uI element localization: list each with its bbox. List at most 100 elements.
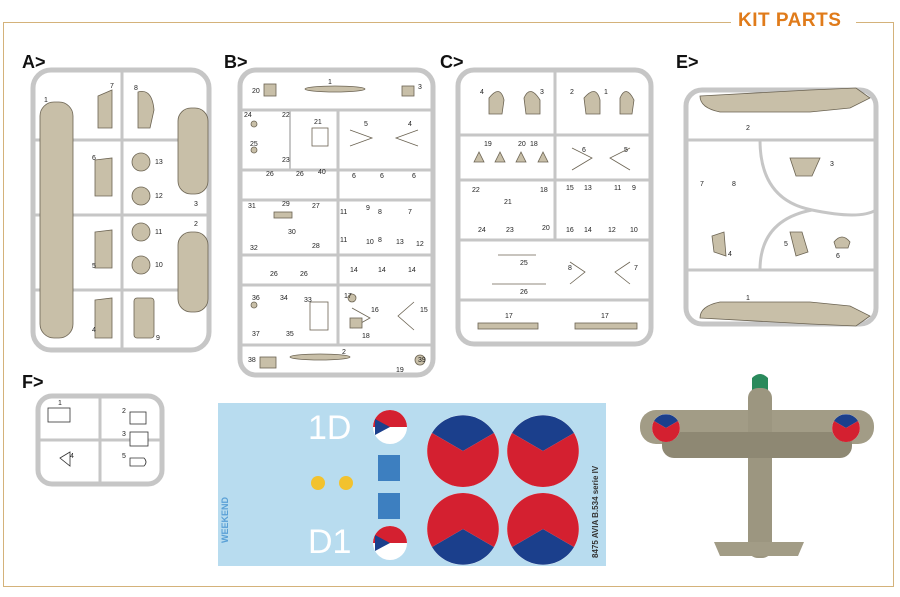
svg-text:1: 1 [44, 97, 48, 104]
page-title: KIT PARTS [738, 10, 842, 31]
sprue-a-parts [39, 89, 209, 339]
svg-text:7: 7 [634, 265, 638, 272]
svg-text:7: 7 [110, 83, 114, 90]
svg-text:27: 27 [312, 203, 320, 210]
frame-top-rule-left [3, 22, 731, 23]
svg-text:6: 6 [352, 173, 356, 180]
svg-text:4: 4 [408, 121, 412, 128]
sprue-c-label: C> [440, 52, 464, 72]
svg-text:17: 17 [344, 293, 352, 300]
sprue-c [455, 67, 654, 347]
svg-text:10: 10 [630, 227, 638, 234]
svg-text:11: 11 [155, 229, 162, 236]
svg-text:31: 31 [248, 203, 256, 210]
svg-text:4: 4 [728, 251, 732, 258]
sprue-f-parts [47, 407, 149, 467]
sprue-a-label: A> [22, 52, 46, 72]
decal-weekend-text: WEEKEND [220, 496, 230, 543]
svg-text:23: 23 [506, 227, 514, 234]
svg-text:13: 13 [155, 159, 163, 166]
model-photo [622, 370, 890, 580]
sprue-b [237, 67, 436, 378]
svg-text:15: 15 [566, 185, 574, 192]
svg-text:26: 26 [300, 271, 308, 278]
svg-text:8: 8 [568, 265, 572, 272]
svg-text:17: 17 [505, 313, 513, 320]
sprue-b-parts [250, 83, 426, 369]
svg-text:17: 17 [601, 313, 609, 320]
svg-text:9: 9 [156, 335, 160, 342]
svg-text:29: 29 [282, 201, 290, 208]
svg-text:19: 19 [484, 141, 492, 148]
svg-text:21: 21 [314, 119, 322, 126]
svg-text:8: 8 [134, 85, 138, 92]
svg-text:32: 32 [250, 245, 258, 252]
svg-text:26: 26 [270, 271, 278, 278]
svg-text:1: 1 [58, 400, 62, 407]
svg-text:2: 2 [746, 125, 750, 132]
svg-text:11: 11 [340, 237, 347, 244]
svg-text:26: 26 [266, 171, 274, 178]
sprue-f-label: F> [22, 372, 44, 392]
sprue-c-parts [473, 91, 638, 330]
svg-text:14: 14 [378, 267, 386, 274]
svg-text:5: 5 [624, 147, 628, 154]
sprue-b-label: B> [224, 52, 248, 72]
svg-text:12: 12 [155, 193, 163, 200]
svg-text:5: 5 [784, 241, 788, 248]
svg-text:24: 24 [244, 112, 252, 119]
svg-text:9: 9 [632, 185, 636, 192]
svg-text:4: 4 [480, 89, 484, 96]
svg-text:23: 23 [282, 157, 290, 164]
svg-text:12: 12 [608, 227, 616, 234]
svg-text:20: 20 [518, 141, 526, 148]
svg-text:18: 18 [362, 333, 370, 340]
svg-text:10: 10 [366, 239, 374, 246]
svg-text:35: 35 [286, 331, 294, 338]
svg-text:13: 13 [584, 185, 592, 192]
svg-text:38: 38 [248, 357, 256, 364]
svg-text:1: 1 [746, 295, 750, 302]
decal-artwork: 1D D1 WEEKEND 8475 AVIA B.534 serie IV [220, 409, 600, 565]
svg-text:1: 1 [328, 79, 332, 86]
decal-sheet-caption: 8475 AVIA B.534 serie IV [591, 465, 600, 558]
svg-text:8: 8 [378, 237, 382, 244]
svg-text:25: 25 [520, 260, 528, 267]
svg-text:8: 8 [732, 181, 736, 188]
svg-text:30: 30 [288, 229, 296, 236]
svg-text:15: 15 [420, 307, 428, 314]
svg-text:4: 4 [70, 453, 74, 460]
svg-text:4: 4 [92, 327, 96, 334]
svg-text:3: 3 [540, 89, 544, 96]
svg-text:36: 36 [252, 295, 260, 302]
roundels [373, 410, 579, 565]
svg-text:9: 9 [366, 205, 370, 212]
svg-text:11: 11 [340, 209, 347, 216]
svg-text:2: 2 [570, 89, 574, 96]
svg-text:37: 37 [252, 331, 260, 338]
svg-text:2: 2 [342, 349, 346, 356]
svg-text:6: 6 [582, 147, 586, 154]
svg-text:3: 3 [418, 84, 422, 91]
svg-text:2: 2 [194, 221, 198, 228]
svg-text:40: 40 [318, 169, 326, 176]
svg-text:21: 21 [504, 199, 512, 206]
svg-text:13: 13 [396, 239, 404, 246]
svg-text:14: 14 [350, 267, 358, 274]
svg-text:20: 20 [542, 225, 550, 232]
svg-text:22: 22 [282, 112, 290, 119]
sprue-f [35, 393, 165, 487]
sprue-e [683, 87, 879, 327]
svg-text:6: 6 [92, 155, 96, 162]
svg-text:2: 2 [122, 408, 126, 415]
decal-code-bottom: D1 [308, 523, 351, 561]
frame-top-rule-right [856, 22, 893, 23]
sprue-e-label: E> [676, 52, 699, 72]
decal-code-top: 1D [308, 409, 351, 447]
svg-text:6: 6 [412, 173, 416, 180]
svg-text:18: 18 [530, 141, 538, 148]
svg-text:11: 11 [614, 185, 621, 192]
svg-text:19: 19 [396, 367, 404, 374]
svg-text:3: 3 [830, 161, 834, 168]
